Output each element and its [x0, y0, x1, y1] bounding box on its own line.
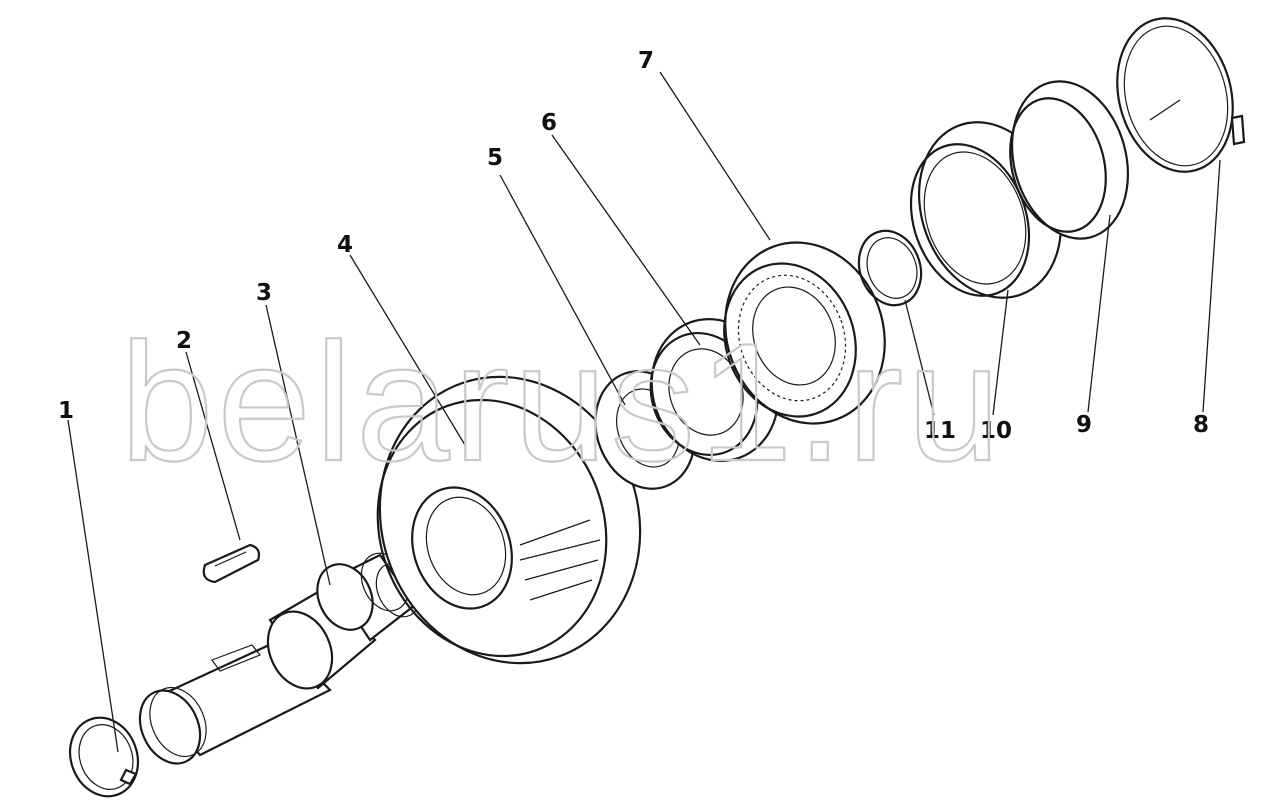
part-11-snap-ring	[857, 229, 923, 307]
leader-10	[992, 289, 1009, 416]
leader-3	[265, 304, 331, 586]
leader-7	[659, 71, 771, 241]
callout-8: 8	[1193, 412, 1209, 438]
leader-9-inner	[1149, 99, 1181, 121]
callout-4: 4	[337, 232, 353, 258]
part-2-key	[202, 543, 261, 584]
leader-lines	[67, 71, 1221, 753]
leader-8	[1202, 159, 1221, 413]
callout-9: 9	[1076, 412, 1092, 438]
leader-1	[67, 419, 119, 753]
part-3-shaft	[138, 552, 421, 765]
part-4-gear	[376, 375, 642, 665]
callout-2: 2	[176, 328, 192, 354]
callout-3: 3	[256, 280, 272, 306]
leader-2	[185, 351, 241, 541]
callout-10: 10	[980, 418, 1012, 444]
leader-5	[499, 174, 626, 406]
callout-7: 7	[638, 48, 654, 74]
callout-6: 6	[541, 110, 557, 136]
part-8-large-snap-ring	[1116, 17, 1246, 173]
leader-4	[349, 254, 466, 446]
callout-11: 11	[924, 418, 956, 444]
callout-5: 5	[487, 145, 503, 171]
callout-1: 1	[58, 398, 74, 424]
part-9-seal	[1009, 80, 1130, 240]
part-7-large-bearing	[723, 241, 886, 425]
watermark: belarus1.ru	[120, 308, 1005, 496]
leader-11	[904, 299, 935, 416]
part-1-retaining-ring	[69, 716, 139, 798]
callout-labels: 1 2 3 4 5 6 7 8 9 10 11	[58, 48, 1209, 444]
leader-6	[551, 134, 701, 346]
leader-9	[1087, 214, 1111, 413]
